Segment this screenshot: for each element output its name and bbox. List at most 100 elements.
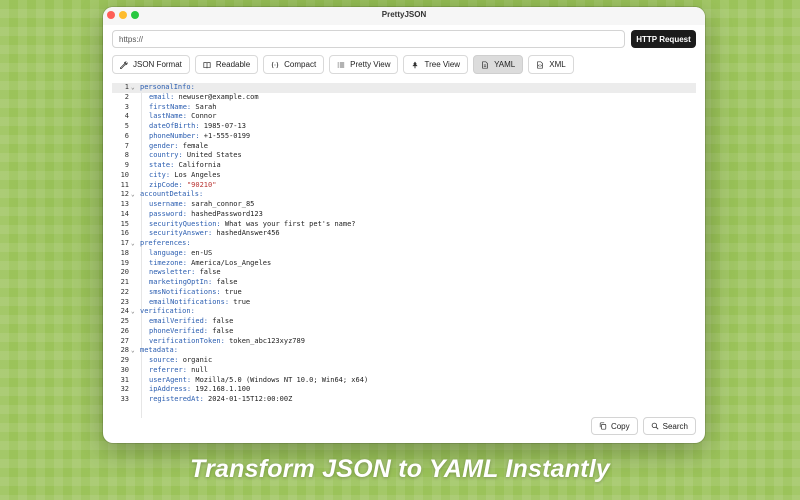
copy-label: Copy [610, 421, 630, 431]
readable-button[interactable]: Readable [194, 55, 259, 74]
code-text: dateOfBirth: 1985-07-13 [140, 122, 246, 132]
json-format-button[interactable]: JSON Format [112, 55, 190, 74]
line-number: 21 [120, 278, 129, 286]
line-number: 12 [120, 190, 129, 199]
yaml-value: California [174, 161, 221, 169]
url-input[interactable] [112, 30, 625, 48]
fold-chevron-icon[interactable]: ⌄ [131, 240, 135, 247]
fold-spacer [129, 268, 140, 278]
fold-spacer [129, 385, 140, 395]
code-line[interactable]: 10 city: Los Angeles [112, 171, 696, 181]
yaml-key: metadata: [140, 346, 178, 355]
yaml-key: username: [149, 200, 187, 208]
code-text: username: sarah_connor_85 [140, 200, 254, 210]
code-line[interactable]: 13 username: sarah_connor_85 [112, 200, 696, 210]
copy-button[interactable]: Copy [590, 417, 638, 435]
code-text: metadata: [140, 346, 178, 356]
code-line[interactable]: 28⌄metadata: [112, 346, 696, 356]
fold-spacer [129, 356, 140, 366]
code-text: password: hashedPassword123 [140, 210, 263, 220]
yaml-key: preferences: [140, 239, 191, 247]
fold-spacer [129, 220, 140, 230]
line-number: 8 [124, 151, 129, 160]
pretty-view-button[interactable]: Pretty View [329, 55, 399, 74]
code-line[interactable]: 12⌄ accountDetails: [112, 190, 696, 200]
zoom-window-button[interactable] [131, 11, 139, 19]
code-line[interactable]: 17⌄preferences: [112, 239, 696, 249]
code-text: preferences: [140, 239, 191, 249]
fold-spacer [129, 259, 140, 269]
yaml-key: zipCode: [149, 180, 183, 189]
fold-spacer [129, 142, 140, 152]
code-text: city: Los Angeles [140, 171, 221, 181]
code-line[interactable]: 24⌄verification: [112, 307, 696, 317]
compact-button[interactable]: Compact [263, 55, 325, 74]
http-request-button[interactable]: HTTP Request [631, 30, 696, 48]
yaml-value: female [178, 141, 209, 150]
fold-chevron-icon[interactable]: ⌄ [131, 84, 135, 91]
fold-spacer [129, 298, 140, 308]
yaml-key: personalInfo: [140, 83, 195, 91]
yaml-value: 2024-01-15T12:00:00Z [203, 395, 293, 403]
code-text: gender: female [140, 142, 208, 152]
tree-view-button[interactable]: Tree View [403, 55, 469, 74]
yaml-label: YAML [494, 60, 516, 69]
line-number: 22 [120, 287, 129, 296]
yaml-button[interactable]: YAML [473, 55, 524, 74]
fold-chevron-icon[interactable]: ⌄ [131, 347, 135, 355]
line-number: 13 [120, 200, 129, 208]
yaml-key: ipAddress: [149, 385, 192, 394]
yaml-value: 1985-07-13 [199, 122, 246, 130]
fold-chevron-icon[interactable]: ⌄ [131, 308, 135, 316]
fold-spacer [129, 112, 140, 122]
minimize-window-button[interactable] [119, 11, 127, 19]
book-icon [203, 61, 211, 68]
json-format-label: JSON Format [133, 60, 182, 69]
fold-spacer [129, 317, 140, 327]
fold-spacer [129, 249, 140, 259]
tree-icon [412, 61, 419, 68]
fold-spacer [129, 122, 140, 132]
line-number: 11 [120, 180, 129, 189]
xml-button[interactable]: XML [528, 55, 574, 74]
yaml-key: accountDetails: [140, 190, 204, 199]
line-number: 16 [120, 229, 129, 238]
code-line[interactable]: 1⌄personalInfo: [112, 83, 696, 93]
code-text: phoneNumber: +1-555-0199 [140, 132, 250, 142]
close-window-button[interactable] [107, 11, 115, 19]
code-text: verification: [140, 307, 195, 317]
yaml-value: 192.168.1.100 [191, 385, 251, 394]
line-number: 27 [120, 336, 129, 345]
search-button[interactable]: Search [642, 417, 696, 435]
promo-caption: Transform JSON to YAML Instantly [190, 455, 610, 483]
fold-chevron-icon[interactable]: ⌄ [131, 191, 135, 199]
line-number: 10 [120, 170, 129, 179]
